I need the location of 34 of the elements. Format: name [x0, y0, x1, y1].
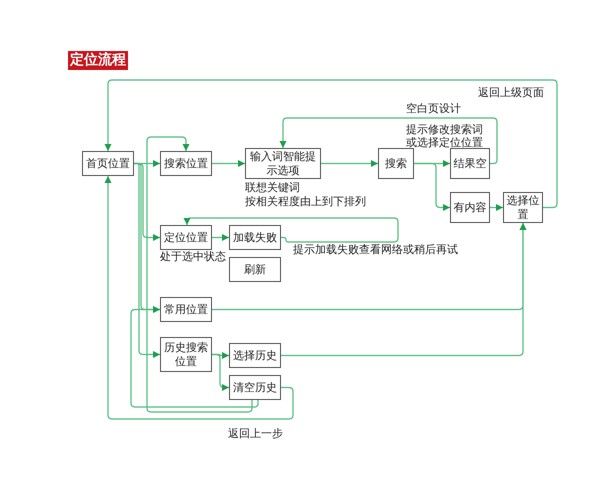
- edge-label: 返回上一步: [228, 427, 284, 440]
- edge-label: 提示加载失败查看网络或稍后再试: [293, 243, 459, 256]
- arrow: [490, 204, 503, 211]
- process-box: 选择历史: [229, 343, 281, 368]
- process-box: 输入词智能提示选项: [245, 148, 321, 179]
- title: 定位流程: [68, 51, 128, 70]
- process-box: 历史搜索位置: [160, 337, 212, 372]
- arrow: [130, 306, 259, 408]
- process-box: 清空历史: [229, 375, 281, 400]
- edge-label: 返回上级页面: [478, 86, 545, 100]
- arrow: [146, 136, 253, 413]
- arrow: [414, 162, 450, 211]
- annotation-text: 按相关程度由上到下排列: [245, 195, 366, 208]
- annotation-text: 处于选中状态: [160, 250, 226, 264]
- arrow: [212, 354, 229, 391]
- process-box: 加载失败: [229, 225, 281, 250]
- edge-label: 提示修改搜索词或选择定位位置: [406, 123, 484, 150]
- arrow: [321, 160, 378, 167]
- process-box: 搜索: [378, 148, 414, 179]
- process-box: 首页位置: [82, 151, 134, 176]
- note-text: 空白页设计: [406, 102, 461, 116]
- process-box: 刷新: [229, 257, 281, 282]
- arrow: [281, 223, 526, 356]
- process-box: 选择位置: [503, 192, 543, 223]
- process-box: 搜索位置: [160, 151, 212, 176]
- process-box: 结果空: [450, 148, 490, 179]
- annotation-text: 联想关键词: [245, 181, 300, 194]
- arrow: [212, 160, 245, 167]
- arrow: [184, 217, 399, 243]
- process-box: 有内容: [450, 192, 490, 223]
- arrow: [134, 162, 160, 358]
- arrow: [212, 234, 229, 241]
- process-box: 定位位置: [160, 225, 212, 250]
- process-box: 常用位置: [160, 297, 212, 322]
